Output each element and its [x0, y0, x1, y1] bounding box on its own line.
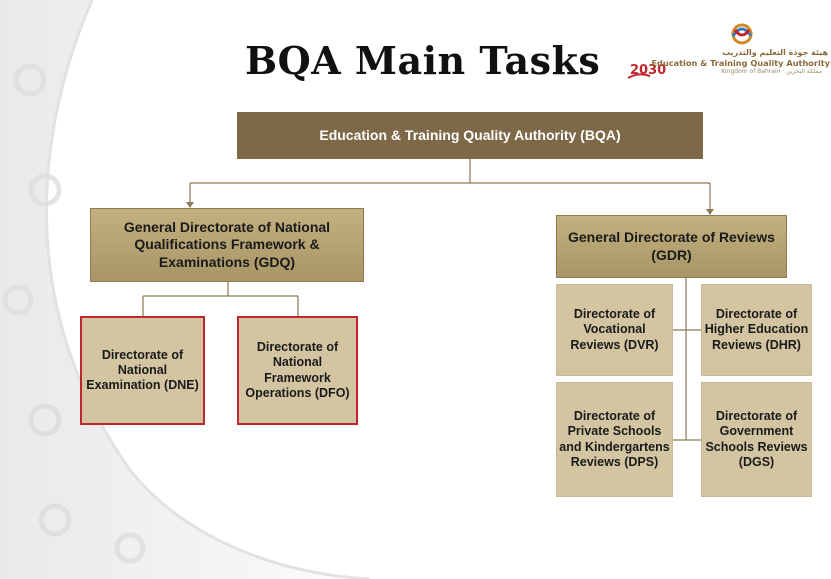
bqa-authority-box: Education & Training Quality Authority (…	[237, 112, 703, 159]
gdr-directorate-box: General Directorate of Reviews (GDR)	[556, 215, 787, 278]
bqa-logo-emblem: 2030	[627, 23, 753, 79]
page-title: BQA Main Tasks	[245, 38, 601, 83]
dvr-directorate-box: Directorate of Vocational Reviews (DVR)	[556, 284, 673, 376]
gdq-directorate-box: General Directorate of National Qualific…	[90, 208, 364, 282]
dgs-directorate-box: Directorate of Government Schools Review…	[701, 382, 812, 497]
dps-directorate-box: Directorate of Private Schools and Kinde…	[556, 382, 673, 497]
dfo-directorate-box: Directorate of National Framework Operat…	[237, 316, 358, 425]
logo-english-name: Education & Training Quality Authority	[651, 58, 830, 68]
dne-directorate-box: Directorate of National Examination (DNE…	[80, 316, 205, 425]
logo-arabic-name: هيئة جودة التعليم والتدريب	[722, 48, 828, 57]
dhr-directorate-box: Directorate of Higher Education Reviews …	[701, 284, 812, 376]
logo-kingdom-line: Kingdom of Bahrain · مملكة البحرين	[721, 68, 822, 75]
